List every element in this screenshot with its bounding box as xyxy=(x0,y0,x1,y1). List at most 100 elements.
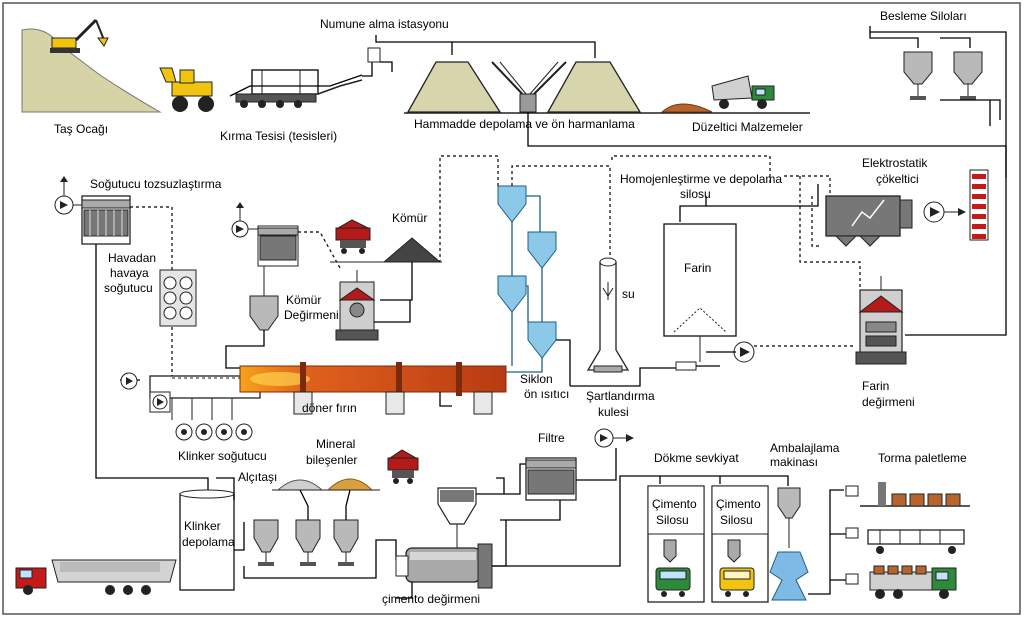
conditioning-tower xyxy=(570,257,676,387)
stacker-reclaimer-icon xyxy=(491,61,567,113)
label-conditioning-2: kulesi xyxy=(598,405,629,419)
label-cement-mill: çimento değirmeni xyxy=(382,592,480,606)
label-air-cooler-1: Havadan xyxy=(108,251,156,265)
pallet-truck-icon xyxy=(845,565,957,599)
raw-material-storage xyxy=(404,61,690,114)
label-packing-2: makinası xyxy=(770,455,818,469)
cyclone-preheater xyxy=(439,155,611,386)
label-mineral-2: bileşenler xyxy=(306,453,357,467)
electrostatic-precipitator xyxy=(611,155,989,290)
chimney-stack xyxy=(969,169,989,241)
corrective-pile xyxy=(660,103,713,113)
cement-filter xyxy=(506,428,634,521)
label-packing-1: Ambalajlama xyxy=(770,441,840,455)
gypsum-hopper xyxy=(253,519,279,553)
rail-wagon-icon xyxy=(845,527,965,554)
palletizing xyxy=(845,482,970,599)
cyclone-3 xyxy=(497,275,527,313)
label-homogenization-1: Homojenleştirme ve depolama xyxy=(620,172,782,186)
corrective-materials xyxy=(660,75,810,114)
label-gypsum: Alçıtaşı xyxy=(238,470,277,484)
clinker-truck-icon xyxy=(15,559,177,595)
feed-silos xyxy=(869,26,1007,178)
dump-truck-icon xyxy=(711,75,775,109)
bulk-truck-yellow-icon xyxy=(719,539,755,597)
clinker-storage xyxy=(179,477,245,591)
label-clinker-cooler: Klinker soğutucu xyxy=(178,449,267,463)
additive-hoppers xyxy=(243,449,419,579)
raw-mill-feed-line xyxy=(905,146,1007,336)
coal-mill-icon xyxy=(335,270,379,341)
cement-silos xyxy=(492,475,789,603)
cyclone-1 xyxy=(497,185,527,223)
cement-mill xyxy=(395,463,528,599)
mineral-hopper-1 xyxy=(295,519,321,553)
label-cyclone-1: Siklon xyxy=(520,372,553,386)
label-quarry: Taş Ocağı xyxy=(54,122,108,136)
excavator-icon xyxy=(50,18,109,53)
label-filter: Filtre xyxy=(538,431,565,445)
pallet-conveyor-1 xyxy=(845,482,970,507)
label-crusher: Kırma Tesisi (tesisleri) xyxy=(220,129,337,143)
esp-body xyxy=(825,195,901,237)
homogenization-silo xyxy=(663,184,819,371)
label-raw-mill-1: Farin xyxy=(862,379,889,393)
label-coal-mill-1: Kömür xyxy=(286,293,321,307)
coal-hopper xyxy=(249,295,279,331)
packing-machine xyxy=(769,487,848,601)
raw-mill xyxy=(706,276,907,365)
label-coal: Kömür xyxy=(392,211,427,225)
label-air-cooler-3: soğutucu xyxy=(104,281,153,295)
feed-silo-2 xyxy=(953,51,983,85)
label-feed-silos: Besleme Siloları xyxy=(880,9,967,23)
cyclone-4 xyxy=(527,321,557,359)
label-rotary-kiln: döner fırın xyxy=(302,401,357,415)
coal-section xyxy=(225,202,442,369)
label-sampling-station: Numune alma istasyonu xyxy=(320,17,449,31)
packing-hopper xyxy=(777,487,801,519)
label-cement-silo-1b: Silosu xyxy=(656,513,689,527)
raw-pile-left xyxy=(406,61,502,113)
label-cyclone-2: ön ısıtıcı xyxy=(524,387,569,401)
label-coal-mill-2: Değirmeni xyxy=(284,308,339,322)
packer-body xyxy=(769,551,809,601)
coal-wagon-icon xyxy=(335,219,371,254)
label-raw-storage: Hammadde depolama ve ön harmanlama xyxy=(414,117,635,131)
raw-feed-line xyxy=(527,112,1006,147)
label-palletizing: Torma paletleme xyxy=(878,451,967,465)
rotary-kiln xyxy=(120,362,507,415)
mineral-hopper-2 xyxy=(333,519,359,553)
feed-silo-1 xyxy=(903,51,933,85)
label-water: su xyxy=(622,287,635,301)
farin-silo xyxy=(663,223,737,337)
label-mineral-1: Mineral xyxy=(316,437,355,451)
label-esp-1: Elektrostatik xyxy=(862,156,928,170)
sampling-station-icon xyxy=(362,35,596,77)
label-esp-2: çökeltici xyxy=(876,172,919,186)
label-cement-silo-2a: Çimento xyxy=(716,497,761,511)
label-raw-mill-2: değirmeni xyxy=(862,395,915,409)
quarry-section xyxy=(21,18,162,113)
label-air-cooler-2: havaya xyxy=(110,266,149,280)
label-cooler-dedusting: Soğutucu tozsuzlaştırma xyxy=(90,177,222,191)
label-corrective: Düzeltici Malzemeler xyxy=(692,120,803,134)
crusher-plant-icon xyxy=(229,69,363,108)
air-to-air-cooler xyxy=(159,269,197,327)
wheel-loader-icon xyxy=(159,67,214,112)
label-farin: Farin xyxy=(684,261,711,275)
label-cement-silo-1a: Çimento xyxy=(652,497,697,511)
clinker-cooler-fans xyxy=(171,398,253,441)
label-cement-silo-2b: Silosu xyxy=(720,513,753,527)
label-clinker-storage-2: depolama xyxy=(182,535,235,549)
label-conditioning-1: Şartlandırma xyxy=(586,389,655,403)
label-bulk-dispatch: Dökme sevkiyat xyxy=(654,451,739,465)
bulk-truck-green-icon xyxy=(655,539,691,597)
clinker-silo xyxy=(179,493,235,591)
mineral-wagon-icon xyxy=(387,449,419,484)
cyclone-2 xyxy=(527,231,557,269)
label-clinker-storage-1: Klinker xyxy=(184,519,221,533)
label-homogenization-2: silosu xyxy=(680,187,711,201)
raw-pile-right xyxy=(546,61,642,113)
